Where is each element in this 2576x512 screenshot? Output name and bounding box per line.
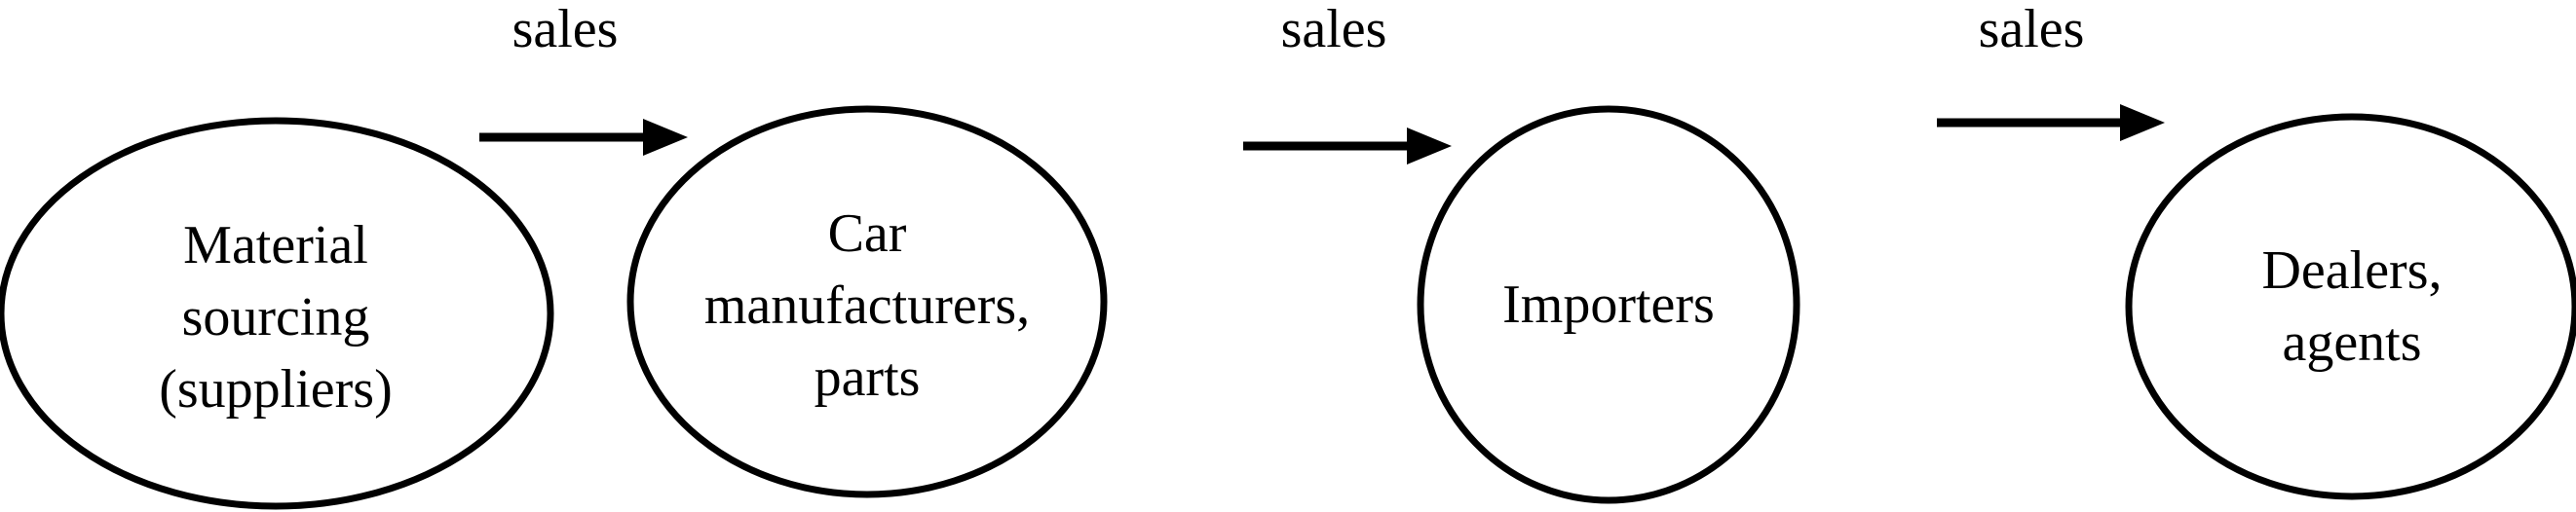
edge-label-sales-3: sales — [1978, 0, 2085, 59]
arrow-head-1 — [643, 119, 688, 156]
arrow-sales-1 — [479, 119, 688, 156]
node-ellipse-importers[interactable] — [1417, 105, 1800, 504]
node-ellipse-material-sourcing[interactable] — [0, 117, 554, 510]
arrow-shaft-1 — [479, 132, 645, 142]
arrow-shaft-2 — [1243, 141, 1409, 151]
edge-label-sales-1: sales — [511, 0, 619, 59]
arrow-shaft-3 — [1937, 118, 2122, 128]
node-ellipse-dealers-agents[interactable] — [2125, 113, 2576, 500]
arrow-sales-2 — [1243, 128, 1452, 165]
arrow-sales-3 — [1937, 104, 2165, 141]
arrow-head-2 — [1407, 128, 1452, 165]
arrow-head-3 — [2120, 104, 2165, 141]
edge-label-sales-2: sales — [1280, 0, 1387, 59]
node-ellipse-car-manufacturers[interactable] — [626, 105, 1108, 498]
